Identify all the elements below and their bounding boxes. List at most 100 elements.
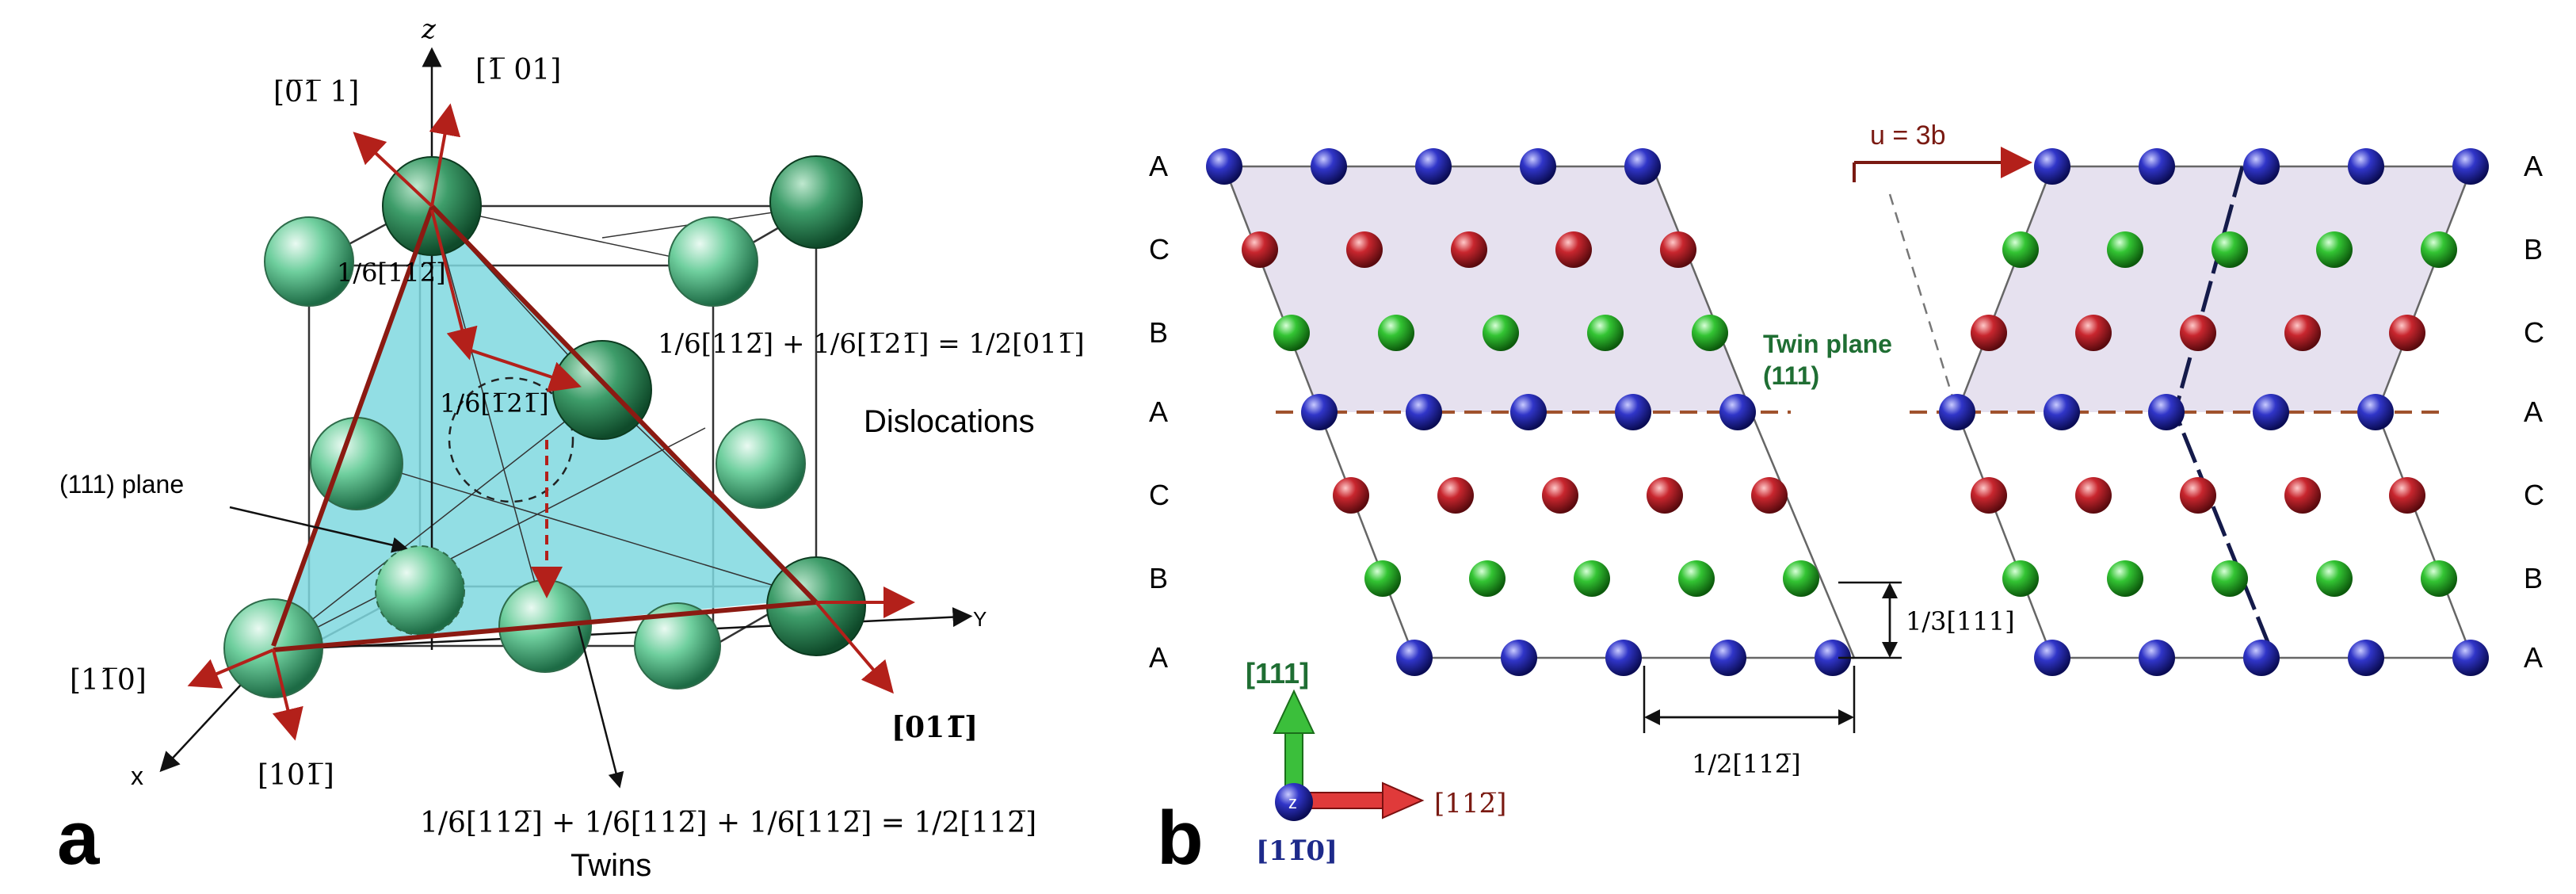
atom-a [1815, 640, 1851, 676]
atom-b [1678, 560, 1715, 597]
atom-b [1692, 315, 1728, 351]
right-stack-letter: C [2524, 479, 2544, 511]
atom-b [1783, 560, 1819, 597]
panel-b-label: b [1157, 796, 1204, 881]
atom-b [2212, 231, 2248, 268]
right-stack-letter: B [2524, 233, 2543, 266]
spacing-markers [1643, 581, 1902, 733]
plane-pointer [229, 506, 408, 553]
partial-sixth-112: 1/6[112̅] [337, 258, 446, 288]
left-stack-letter: A [1149, 150, 1168, 182]
panel-a-label: a [57, 796, 100, 881]
atom-a [2452, 148, 2489, 185]
atom [668, 216, 758, 307]
partial-sixth-121: 1/6[1̅21̅] [440, 388, 549, 418]
atom-a [2243, 148, 2280, 185]
left-stack-letter: A [1149, 641, 1168, 674]
atom-b [2107, 560, 2143, 597]
atom-b [1587, 315, 1624, 351]
atom-a [2148, 394, 2185, 430]
atom-a [2348, 148, 2384, 185]
atom-a [1710, 640, 1746, 676]
atom-c [2284, 477, 2321, 514]
atom-a [1396, 640, 1433, 676]
atom [634, 602, 721, 690]
triad-center-label: z [1288, 793, 1297, 812]
atom-c [2075, 315, 2112, 351]
atom-a [2357, 394, 2394, 430]
atom-a [1501, 640, 1537, 676]
spacing-horizontal-label: 1/2[112̅] [1692, 749, 1801, 779]
direction-101: [1̅ 01] [475, 54, 561, 86]
atom-a [2139, 148, 2175, 185]
atom-b [1469, 560, 1506, 597]
atom [552, 340, 652, 440]
left-stack-letter: B [1149, 316, 1168, 349]
dashed-site [448, 376, 574, 503]
atom-b [1483, 315, 1519, 351]
atom-c [1971, 477, 2007, 514]
atom-c [2284, 315, 2321, 351]
axis-right-label: [112̅] [1434, 788, 1506, 820]
direction-01-1: [011̅] [891, 711, 978, 744]
right-stack-letter: A [2524, 150, 2543, 182]
direction-1-10: [11̅0] [70, 664, 147, 697]
atom-b [2316, 560, 2353, 597]
atom-b [1378, 315, 1414, 351]
right-stack-letter: A [2524, 395, 2543, 428]
atom-c [1346, 231, 1383, 268]
atom-b [2002, 231, 2039, 268]
atom-c [1333, 477, 1369, 514]
shift-label: u = 3b [1870, 120, 1945, 151]
atom-a [1415, 148, 1452, 185]
orientation-triad: z [1273, 689, 1425, 821]
twin-plane-label: Twin plane [1763, 330, 1892, 358]
left-stack-letter: C [1149, 233, 1170, 266]
atom-b [2421, 560, 2457, 597]
atom-c [1751, 477, 1788, 514]
plane-111 [273, 206, 816, 650]
dislocation-equation: 1/6[112̅] + 1/6[1̅21̅] = 1/2[011̅] [658, 328, 1085, 360]
right-stack-letter: A [2524, 641, 2543, 674]
atom-a [1939, 394, 1975, 430]
atom-b [1273, 315, 1310, 351]
atom-a [2348, 640, 2384, 676]
atom-a [1406, 394, 1442, 430]
atom-a [1520, 148, 1556, 185]
atom-a [1605, 640, 1642, 676]
atom-b [2002, 560, 2039, 597]
atom-c [2180, 477, 2216, 514]
atom-a [2243, 640, 2280, 676]
atom-b [2421, 231, 2457, 268]
twin-pointer [577, 625, 624, 789]
twin-equation: 1/6[112̅] + 1/6[112̅] + 1/6[112̅] = 1/2[… [420, 807, 1036, 839]
right-stack-letter: C [2524, 316, 2544, 349]
atom-b [2316, 231, 2353, 268]
fcc-atoms [223, 155, 866, 698]
z-axis-ball [1275, 783, 1313, 821]
left-stack-letter: B [1149, 562, 1168, 594]
left-stack-letter: A [1149, 395, 1168, 428]
atom-a [1615, 394, 1651, 430]
atom-b [2107, 231, 2143, 268]
atom-c [1437, 477, 1474, 514]
panel-a-fcc-unit-cell: z Y x [0̅1̅ 1] [1̅ 01] [11̅0] [101̅] [01… [57, 13, 1085, 883]
atom-a [2452, 640, 2489, 676]
atom-a [2139, 640, 2175, 676]
atom-c [1971, 315, 2007, 351]
atom-a [2253, 394, 2289, 430]
atom-a [1301, 394, 1338, 430]
shift-guide [1888, 193, 1959, 413]
atom-a [1719, 394, 1756, 430]
atom-c [1555, 231, 1592, 268]
atom-c [1242, 231, 1278, 268]
atom-a [2034, 148, 2070, 185]
dislocations-label: Dislocations [864, 404, 1035, 439]
atom [716, 418, 806, 509]
atom-a [2034, 640, 2070, 676]
atom-c [2180, 315, 2216, 351]
spacing-vertical-label: 1/3[111] [1906, 606, 2015, 636]
